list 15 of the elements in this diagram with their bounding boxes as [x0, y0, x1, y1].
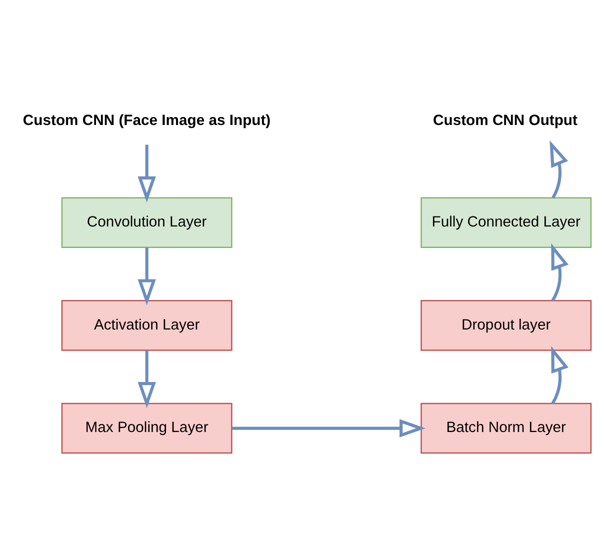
arrow — [550, 140, 568, 198]
node-box: Fully Connected Layer — [420, 196, 592, 248]
arrow — [551, 242, 569, 301]
arrow — [551, 346, 569, 404]
node-box: Dropout layer — [420, 300, 592, 350]
arrow — [138, 350, 156, 408]
arrow — [138, 247, 156, 305]
node-box: Activation Layer — [61, 300, 232, 350]
node-text: Custom CNN (Face Image as Input) — [22, 112, 271, 128]
node-box: Convolution Layer — [61, 196, 232, 248]
arrow — [138, 144, 156, 202]
arrow — [232, 418, 426, 437]
node-box: Max Pooling Layer — [61, 402, 232, 454]
node-text: Custom CNN Output — [433, 112, 578, 128]
node-box: Batch Norm Layer — [420, 402, 592, 454]
